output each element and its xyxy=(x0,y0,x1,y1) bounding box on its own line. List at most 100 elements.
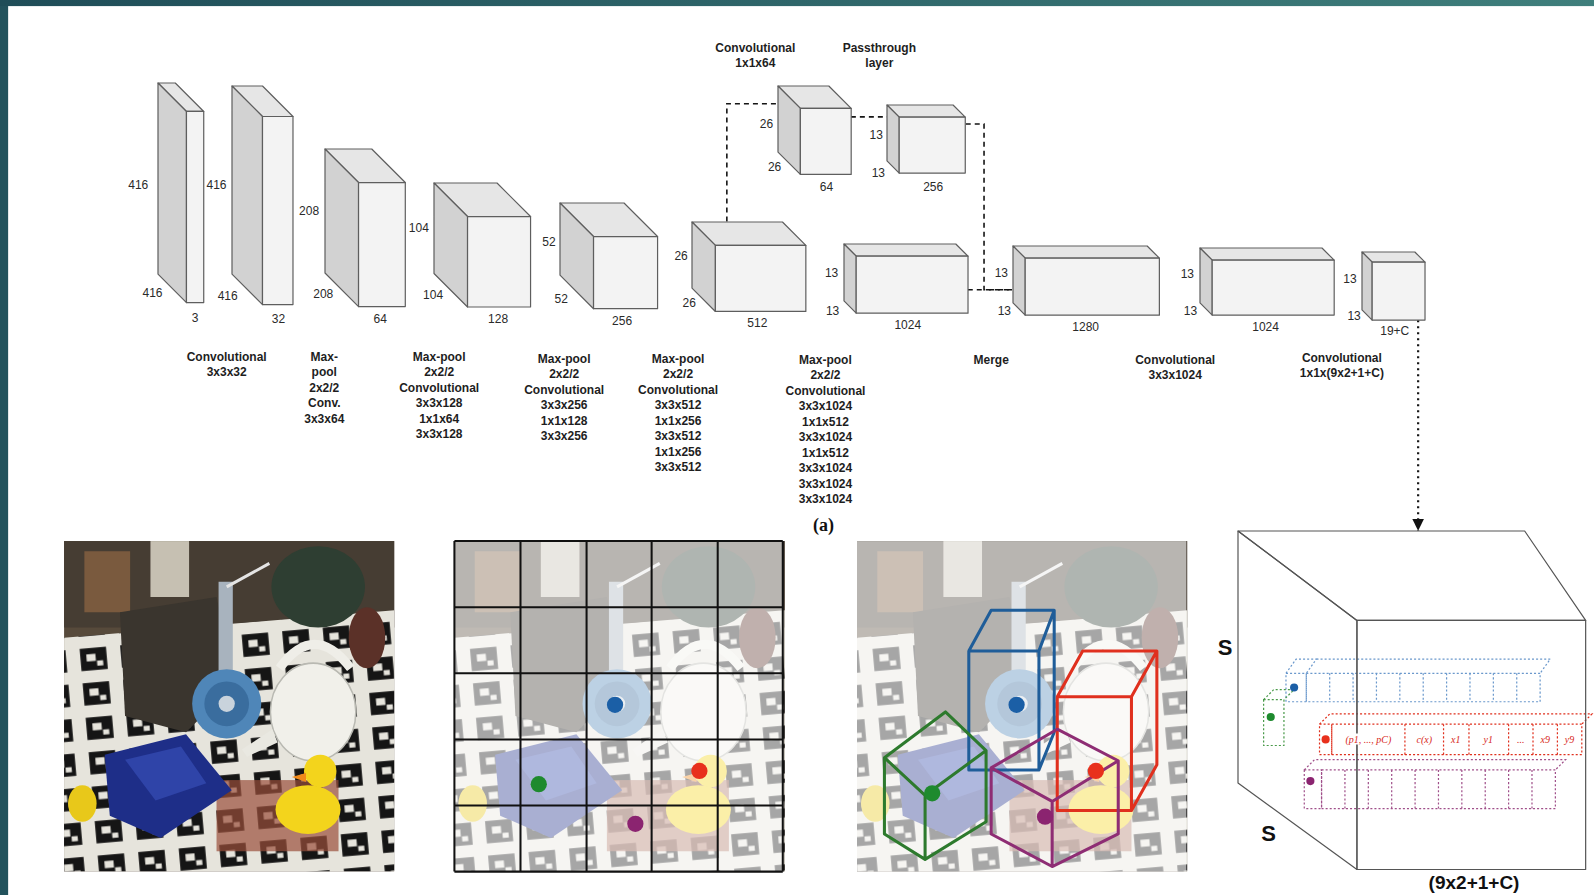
block-face xyxy=(1357,620,1586,869)
frame-bar xyxy=(0,0,1594,6)
layer-caption: Convolutional 3x3x1024 xyxy=(1135,353,1215,384)
block-face xyxy=(232,86,262,305)
layer-block: 13131024 xyxy=(1200,248,1334,315)
dimension-label: 26 xyxy=(674,249,687,263)
cell-dot xyxy=(1322,735,1330,743)
block-outline xyxy=(1238,531,1586,870)
dimension-label: 26 xyxy=(683,296,696,310)
dimension-label: 104 xyxy=(409,221,429,235)
block-face xyxy=(856,256,968,313)
tensor-cells xyxy=(1286,659,1316,673)
block-outline xyxy=(887,105,965,173)
dimension-label: 19+C xyxy=(1380,324,1409,338)
dimension-label: 3 xyxy=(192,311,199,325)
block-face xyxy=(844,244,856,313)
figure-tag: (a) xyxy=(813,515,834,535)
layer-caption: Max-pool 2x2/2 Convolutional 3x3x256 1x1… xyxy=(524,352,604,445)
layer-caption: Max-pool 2x2/2 Convolutional 3x3x128 1x1… xyxy=(399,350,479,443)
cell-label: x9 xyxy=(1539,734,1550,745)
dimension-label: 13 xyxy=(826,304,839,318)
dimension-label: S xyxy=(1218,636,1233,660)
dimension-label: 13 xyxy=(870,128,883,142)
box-panel xyxy=(884,610,1156,866)
block-outline xyxy=(844,244,968,313)
block-outline xyxy=(232,86,293,305)
tensor-cells xyxy=(1264,700,1284,746)
layer-heading: Convolutional 1x1x64 xyxy=(715,41,795,72)
input-photo xyxy=(64,541,394,872)
block-face xyxy=(716,245,806,311)
dimension-label: 208 xyxy=(299,204,319,218)
dimension-label: 13 xyxy=(1347,309,1360,323)
grid-panel xyxy=(691,763,707,779)
layer-caption: Max-pool 2x2/2 Convolutional 3x3x1024 1x… xyxy=(785,353,865,508)
dimension-label: 128 xyxy=(488,312,508,326)
tensor-cells xyxy=(1264,690,1294,746)
dimension-label: 26 xyxy=(760,117,773,131)
passthrough-connector xyxy=(966,124,1013,290)
box-panel xyxy=(924,785,940,801)
cell-label: ... xyxy=(1516,734,1526,745)
layer-caption: Merge xyxy=(973,353,1008,369)
dimension-label: 13 xyxy=(872,166,885,180)
dimension-label: 256 xyxy=(923,180,943,194)
block-face xyxy=(1013,246,1159,258)
dimension-label: 208 xyxy=(313,287,333,301)
tensor-cells xyxy=(1306,673,1540,701)
block-face xyxy=(1362,252,1372,320)
tensor-cells xyxy=(1320,714,1592,724)
layer-block: 20820864 xyxy=(325,149,405,307)
passthrough-connector xyxy=(968,289,1013,291)
block-face xyxy=(1013,246,1025,315)
dimension-label: (9x2+1+C) xyxy=(1429,872,1520,893)
dimension-label: 416 xyxy=(218,289,238,303)
dimension-label: 512 xyxy=(747,316,767,330)
block-face xyxy=(1200,248,1212,315)
layer-block: Passthrough layer1313256 xyxy=(887,105,965,173)
cell-dot xyxy=(1267,713,1275,721)
dimension-label: 1280 xyxy=(1072,320,1099,334)
cell-dot xyxy=(1306,777,1314,785)
layer-caption: Convolutional 1x1x(9x2+1+C) xyxy=(1300,351,1384,382)
box-panel xyxy=(1088,763,1104,779)
block-face xyxy=(1025,258,1159,315)
cell-label: c(x) xyxy=(1415,734,1433,745)
dimension-label: 64 xyxy=(374,312,387,326)
block-face xyxy=(158,83,186,303)
block-face xyxy=(262,117,292,305)
grid-panel xyxy=(627,816,643,832)
block-face xyxy=(468,217,531,307)
layer-block: 13131024 xyxy=(844,244,968,313)
block-face xyxy=(887,105,965,117)
block-face xyxy=(359,183,406,307)
dimension-label: 1024 xyxy=(894,318,921,332)
block-face xyxy=(594,237,658,309)
grid-panel xyxy=(531,776,547,792)
tensor-cells xyxy=(1304,760,1565,770)
dimension-label: 416 xyxy=(142,286,162,300)
grid-panel xyxy=(454,541,782,872)
block-face xyxy=(1238,531,1357,870)
block-outline xyxy=(325,149,405,307)
block-face xyxy=(1238,531,1586,620)
tensor-cells xyxy=(1330,673,1517,701)
block-face xyxy=(844,244,968,256)
block-outline xyxy=(158,83,204,303)
dimension-label: 13 xyxy=(1184,304,1197,318)
layer-block: 41641632 xyxy=(232,86,293,305)
dimension-label: 13 xyxy=(995,266,1008,280)
layer-caption: Max-pool 2x2/2 Conv. 3x3x64 xyxy=(304,350,344,428)
block-outline xyxy=(434,183,531,307)
block-face xyxy=(1200,248,1334,260)
grid-panel xyxy=(454,541,782,872)
grid-panel xyxy=(454,541,782,872)
layer-caption: Max-pool 2x2/2 Convolutional 3x3x512 1x1… xyxy=(638,352,718,476)
tensor-cells xyxy=(1405,724,1557,755)
cell-label: y1 xyxy=(1483,734,1494,745)
block-face xyxy=(1372,262,1425,320)
grid-panel xyxy=(454,541,784,872)
tensor-cells xyxy=(1304,760,1565,809)
cell-dot xyxy=(1290,683,1298,691)
layer-block: Convolutional 1x1x64262664 xyxy=(778,86,851,174)
dimension-label: 52 xyxy=(554,292,567,306)
